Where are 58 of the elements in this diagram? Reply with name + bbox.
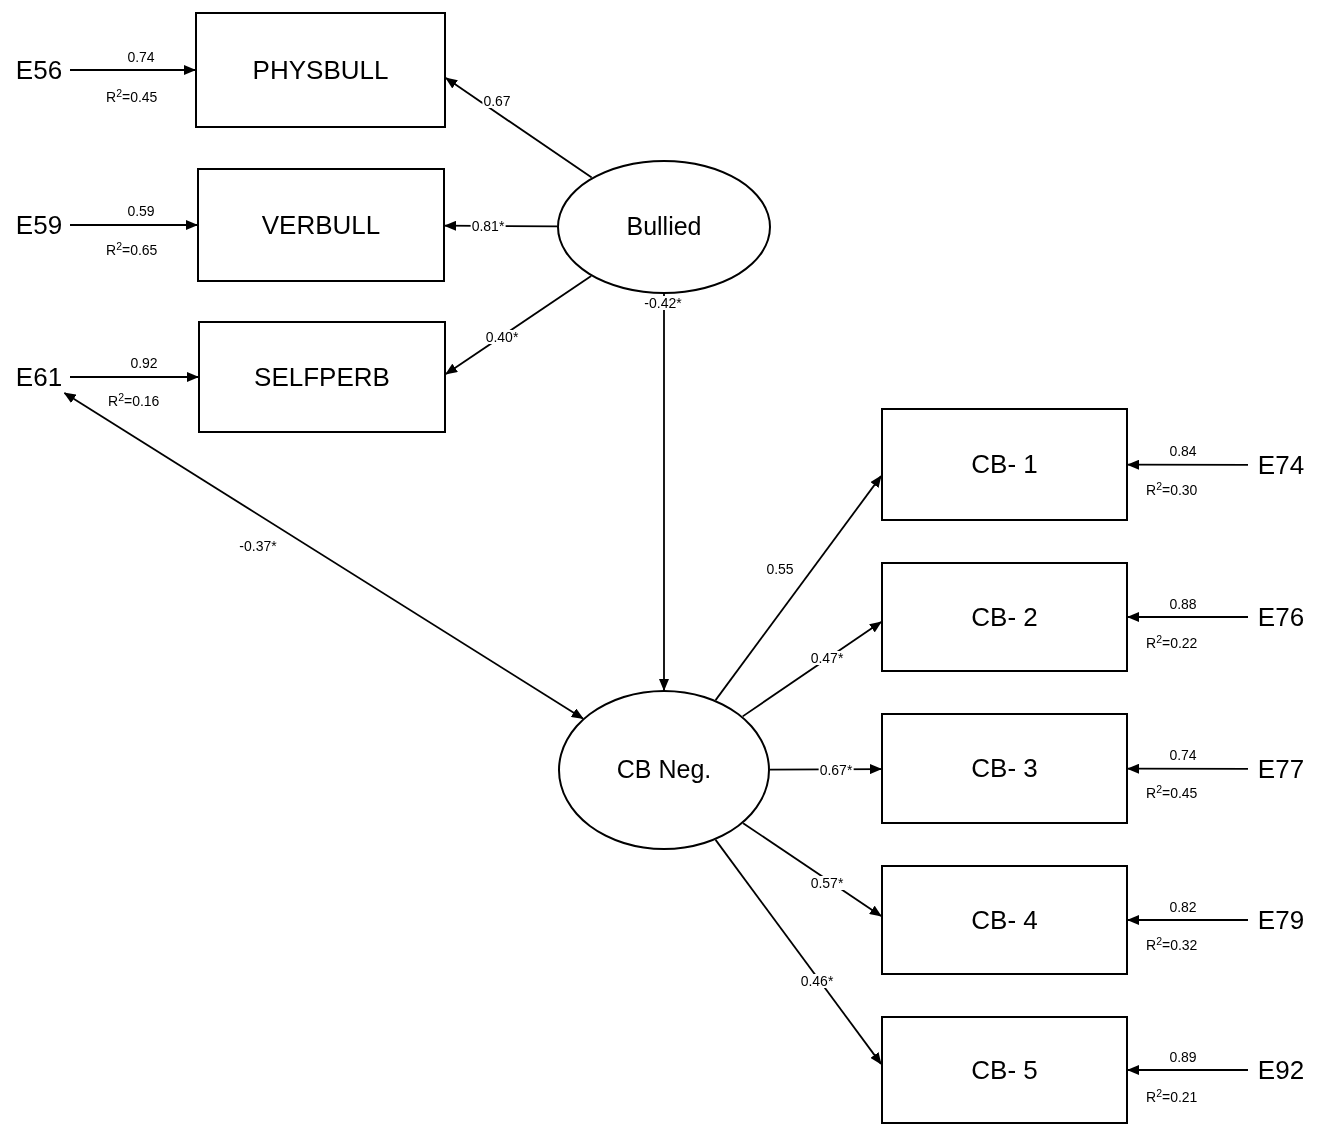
edge-label: 0.84 <box>1168 444 1198 458</box>
edge-label: 0.88 <box>1168 597 1198 611</box>
error-term-label: E76 <box>1248 601 1314 633</box>
arrow <box>714 475 882 701</box>
edge-label: 0.92 <box>129 356 159 370</box>
arrow <box>1127 763 1249 774</box>
arrow <box>659 293 669 691</box>
edge-label: 0.47* <box>809 651 845 665</box>
error-term-label: E74 <box>1248 449 1314 481</box>
variable-box: PHYSBULL <box>195 12 446 128</box>
edge-label: 0.67* <box>818 763 854 777</box>
arrow <box>1127 612 1249 622</box>
edge-label: 0.81* <box>470 219 506 233</box>
r-squared-label: R$^{2}$=0.30 <box>1146 483 1198 497</box>
r-squared-label: R$^{2}$=0.45 <box>106 90 158 104</box>
error-term-label: E92 <box>1248 1054 1314 1086</box>
edge-label: 0.46* <box>799 974 835 988</box>
latent-variable-ellipse: Bullied <box>557 160 771 294</box>
variable-box: SELFPERB <box>198 321 446 433</box>
edge-label: 0.74 <box>1168 748 1198 762</box>
r-squared-label: R$^{2}$=0.16 <box>108 394 160 408</box>
arrow <box>1127 915 1249 925</box>
edge-label: 0.40* <box>484 330 520 344</box>
edge-label: -0.37* <box>238 539 278 553</box>
error-term-label: E77 <box>1248 753 1314 785</box>
edge-label: 0.67 <box>482 94 512 108</box>
latent-variable-ellipse: CB Neg. <box>558 690 770 850</box>
error-term-label: E59 <box>8 209 70 241</box>
r-squared-label: R$^{2}$=0.32 <box>1146 938 1198 952</box>
r-squared-label: R$^{2}$=0.45 <box>1146 786 1198 800</box>
arrow <box>1127 1065 1249 1075</box>
error-term-label: E56 <box>8 54 70 86</box>
error-term-label: E79 <box>1248 904 1314 936</box>
r-squared-label: R$^{2}$=0.22 <box>1146 636 1198 650</box>
error-term-label: E61 <box>8 361 70 393</box>
edge-label: 0.59 <box>126 204 156 218</box>
variable-box: CB- 5 <box>881 1016 1128 1124</box>
arrow <box>69 65 196 75</box>
r-squared-label: R$^{2}$=0.21 <box>1146 1090 1198 1104</box>
edge-label: 0.57* <box>809 876 845 890</box>
arrow <box>445 275 593 375</box>
edge-label: 0.74 <box>126 50 156 64</box>
edge-label: 0.89 <box>1168 1050 1198 1064</box>
variable-box: CB- 3 <box>881 713 1128 824</box>
edge-label: 0.82 <box>1168 900 1198 914</box>
arrow <box>714 839 882 1065</box>
variable-box: CB- 1 <box>881 408 1128 521</box>
arrow <box>445 77 593 179</box>
variable-box: CB- 2 <box>881 562 1128 672</box>
arrow <box>63 392 584 720</box>
variable-box: CB- 4 <box>881 865 1128 975</box>
variable-box: VERBULL <box>197 168 445 282</box>
arrow <box>1127 459 1249 470</box>
edge-label: 0.55 <box>765 562 795 576</box>
arrow <box>69 372 199 382</box>
r-squared-label: R$^{2}$=0.65 <box>106 243 158 257</box>
arrow <box>69 220 198 230</box>
edge-label: -0.42* <box>643 296 683 310</box>
